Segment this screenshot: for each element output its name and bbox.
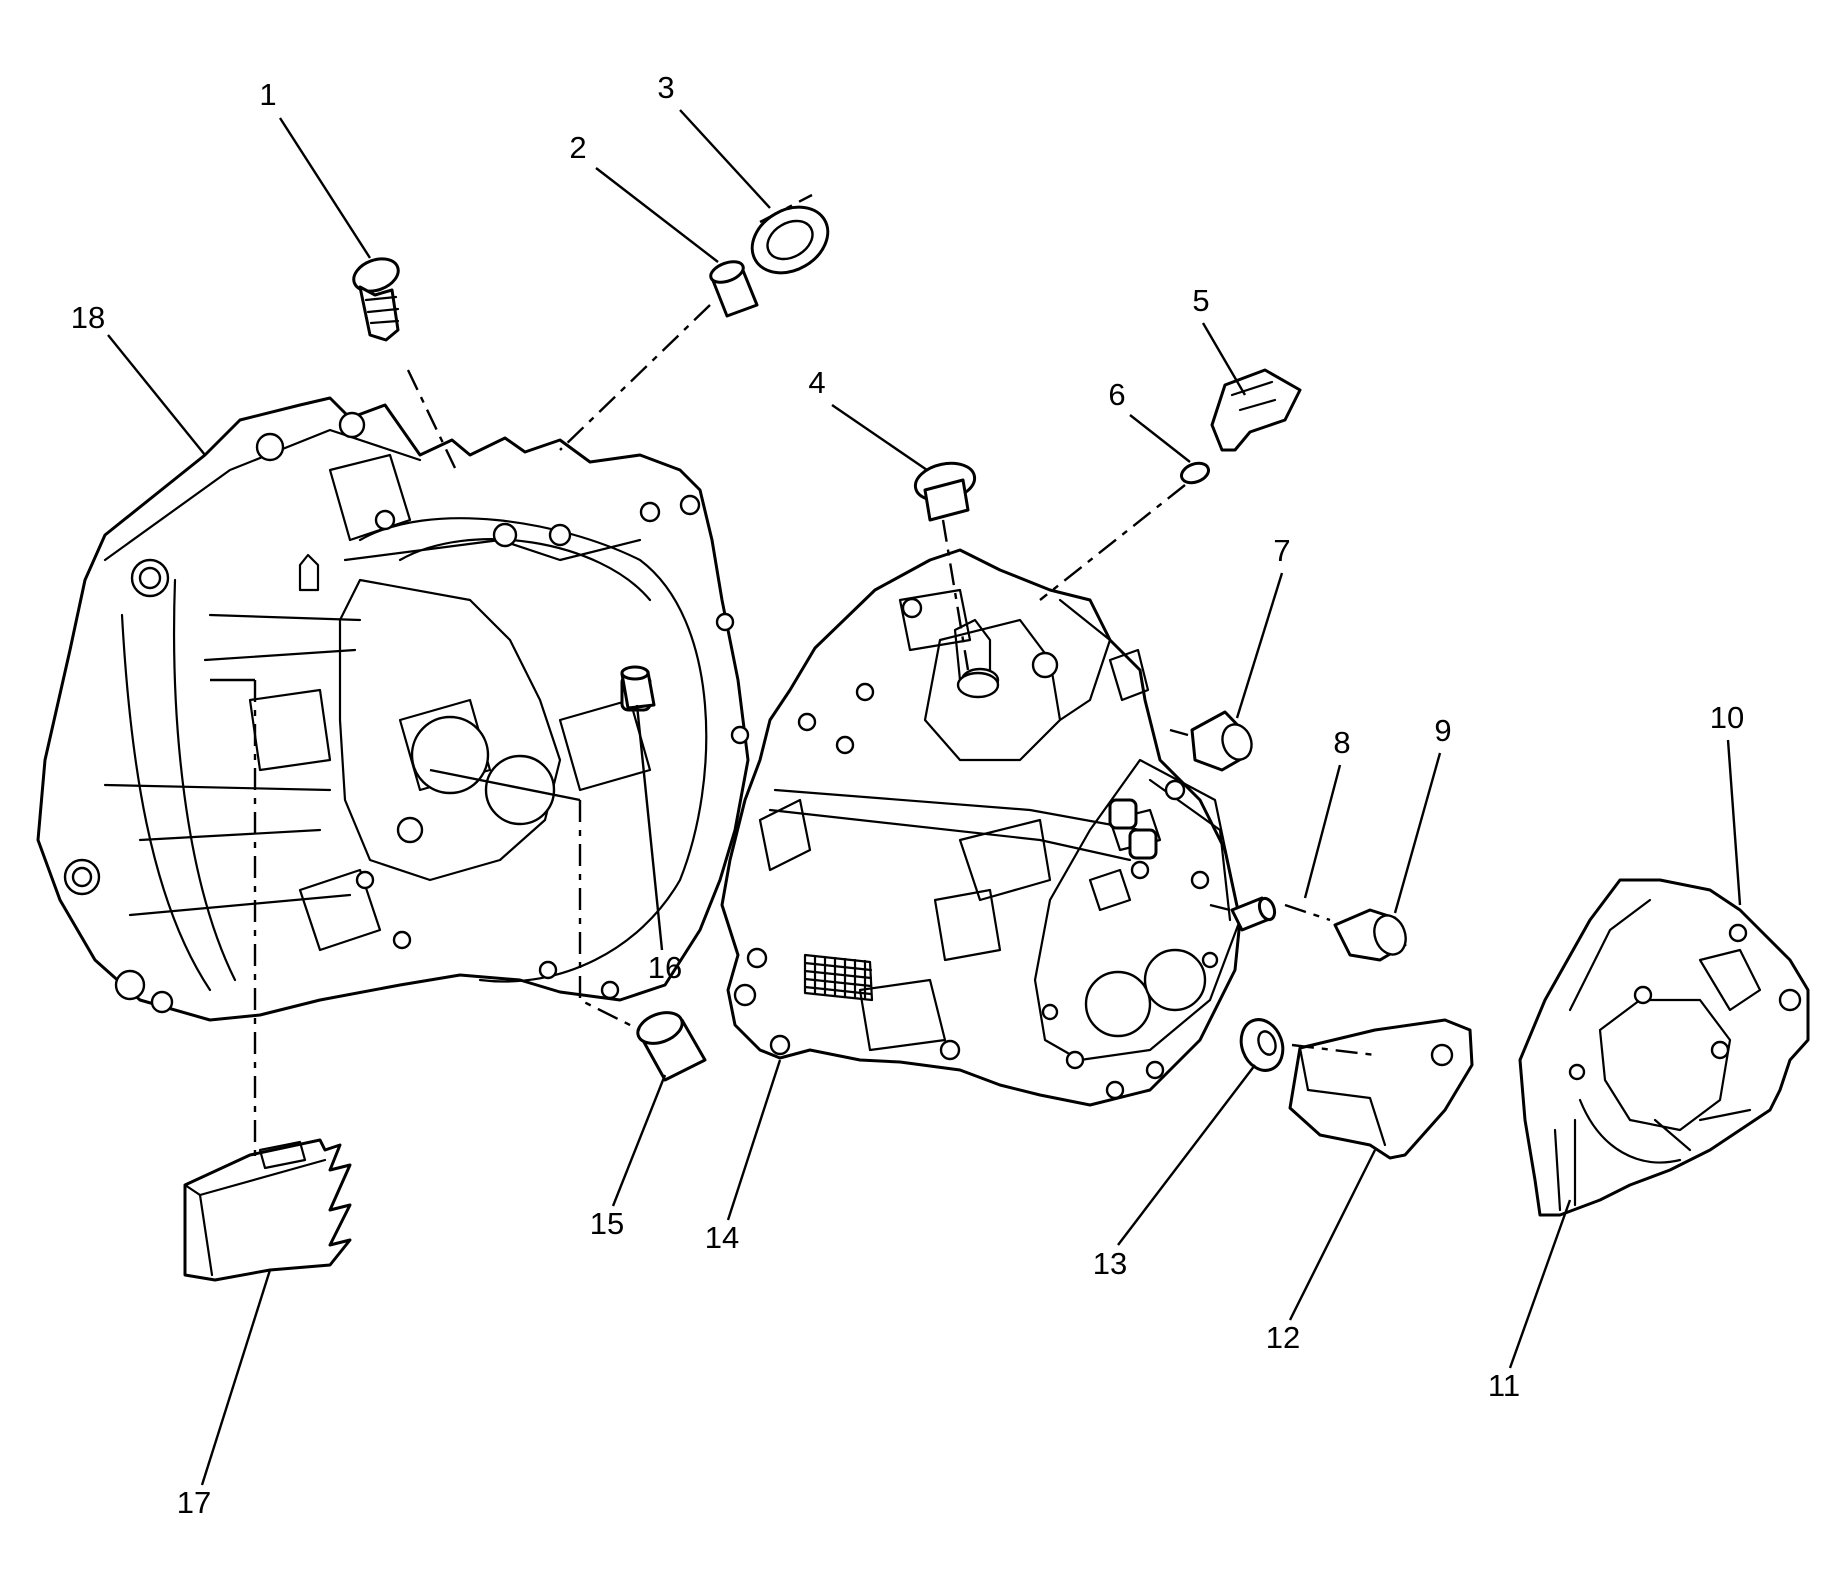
callout-4: 4 <box>808 365 825 400</box>
part-15-bushing <box>636 1011 707 1082</box>
part-7-plug <box>1190 710 1253 772</box>
callout-15: 15 <box>590 1206 624 1241</box>
part-3-seal <box>750 205 830 275</box>
callout-10: 10 <box>1710 700 1744 735</box>
part-8-pin <box>1230 896 1277 932</box>
part-14-screen-grid <box>803 953 874 1002</box>
callout-11: 11 <box>1488 1368 1520 1403</box>
callout-1: 1 <box>259 77 276 112</box>
callout-14: 14 <box>705 1220 739 1255</box>
part-16-dowel <box>620 665 656 710</box>
callout-8: 8 <box>1333 725 1350 760</box>
assembly-lines <box>253 193 1376 1158</box>
part-2-bushing <box>709 260 759 318</box>
callout-6: 6 <box>1108 377 1125 412</box>
callout-9: 9 <box>1434 713 1451 748</box>
part-9-plug <box>1333 908 1407 962</box>
part-12-bracket <box>1288 1018 1474 1160</box>
callout-17: 17 <box>177 1485 211 1520</box>
part-18-clutch-housing <box>36 396 750 1022</box>
callout-12: 12 <box>1266 1320 1300 1355</box>
leader-lines <box>107 109 1742 1486</box>
callout-18: 18 <box>71 300 105 335</box>
part-10-rear-cover <box>1518 878 1810 1217</box>
part-13-washer <box>1239 1018 1285 1072</box>
part-6-o-ring <box>1179 461 1211 485</box>
part-1-bolt <box>352 257 400 342</box>
callout-7: 7 <box>1273 533 1290 568</box>
callout-3: 3 <box>657 70 674 105</box>
callout-13: 13 <box>1093 1246 1127 1281</box>
part-5-switch <box>1210 368 1302 452</box>
callout-16: 16 <box>648 950 682 985</box>
callout-2: 2 <box>569 130 586 165</box>
part-14-transmission-case <box>720 548 1242 1107</box>
callout-5: 5 <box>1192 283 1209 318</box>
part-4-plug <box>913 461 977 522</box>
part-17-block <box>183 1138 352 1282</box>
